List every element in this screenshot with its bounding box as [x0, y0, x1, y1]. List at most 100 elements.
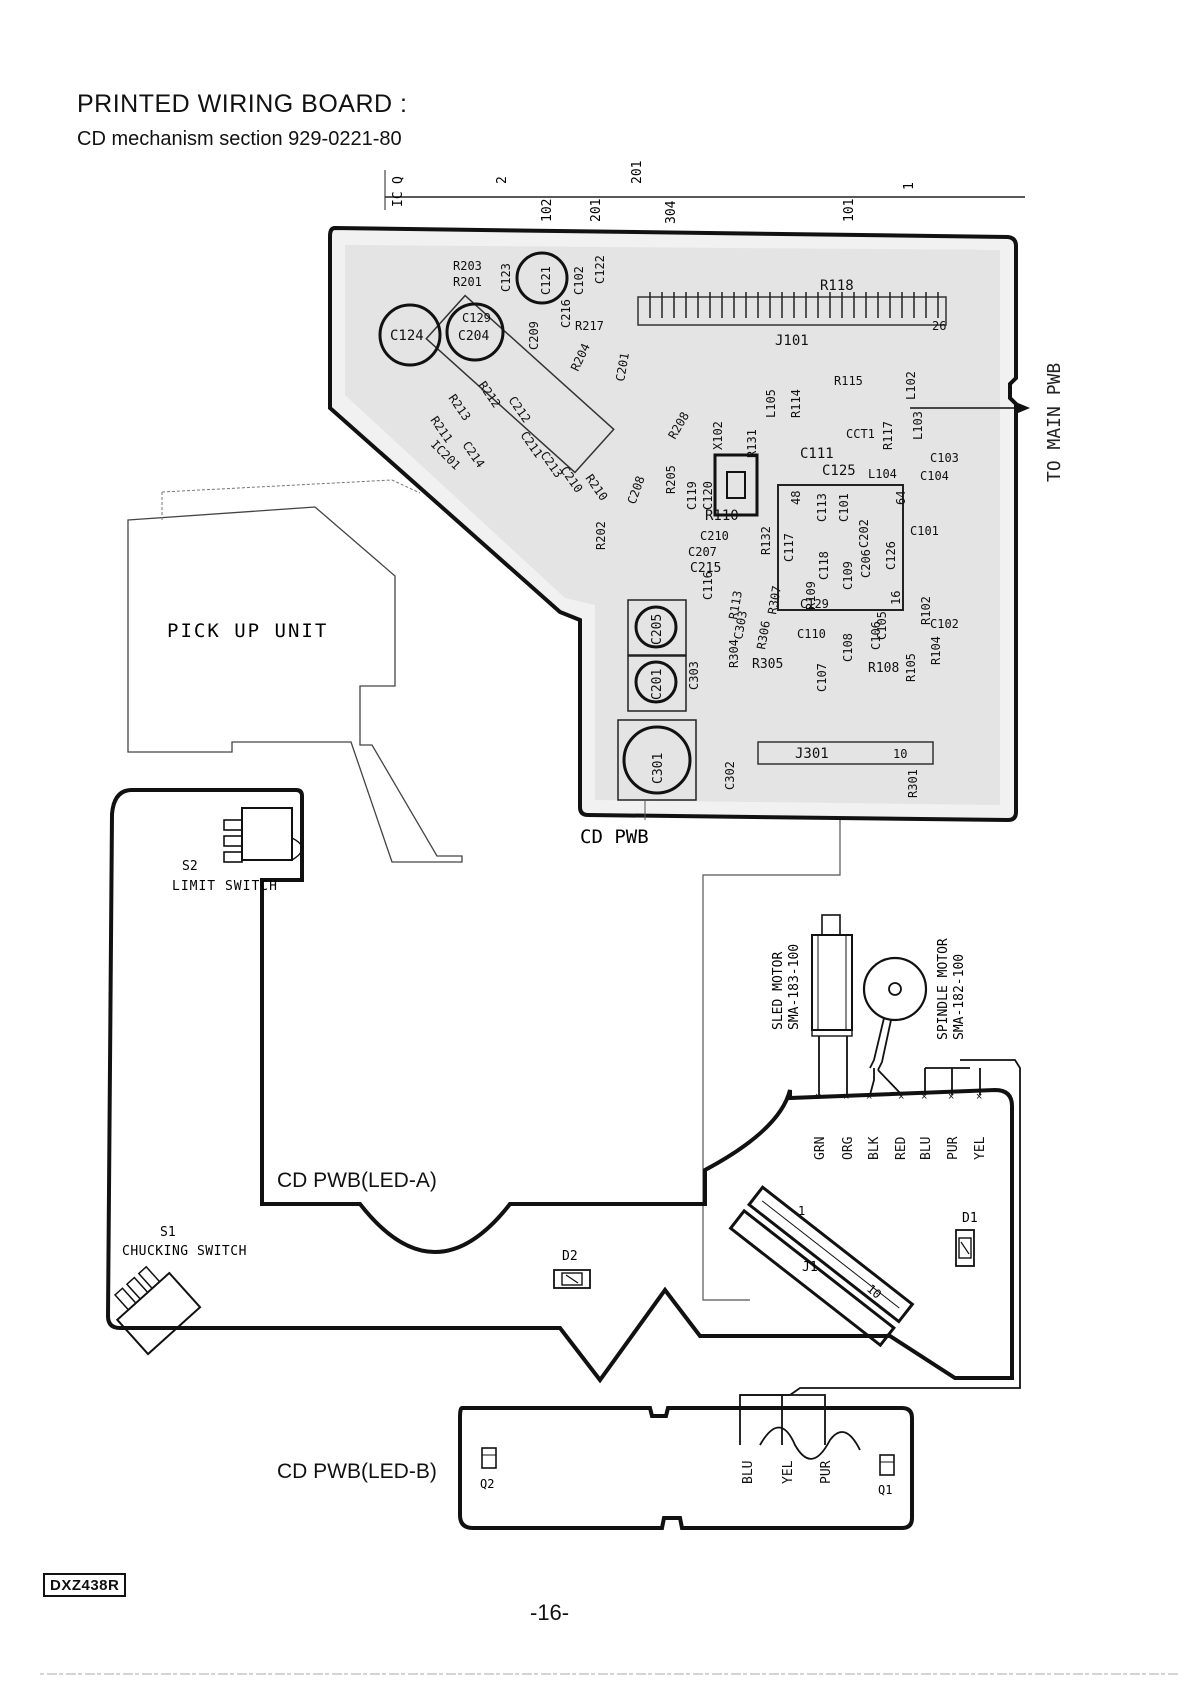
- s2-name: LIMIT SWITCH: [172, 879, 278, 894]
- page-title: PRINTED WIRING BOARD :: [77, 90, 408, 118]
- led-b-label: CD PWB(LED-B): [277, 1460, 437, 1483]
- ruler-label-q: Q: [391, 176, 406, 184]
- spindle-motor: [862, 956, 928, 1071]
- part-label: C119: [685, 481, 699, 510]
- led-a-label: CD PWB(LED-A): [277, 1169, 437, 1192]
- part-label: R217: [575, 319, 604, 333]
- connector-j1: [728, 1185, 915, 1348]
- wire-label: BLU: [919, 1137, 934, 1160]
- part-label: R131: [745, 429, 759, 458]
- part-label: C205: [650, 614, 665, 645]
- svg-text:×: ×: [948, 1091, 954, 1103]
- part-label: C207: [688, 545, 717, 559]
- part-label: C101: [837, 493, 851, 522]
- cap-c205: [634, 605, 678, 649]
- sled-motor: [811, 914, 853, 1037]
- wire-label: ORG: [841, 1136, 856, 1160]
- part-label: C120: [701, 481, 715, 510]
- part-label: 26: [932, 319, 946, 333]
- ruler-label-101: 101: [842, 199, 857, 222]
- part-label: R132: [759, 526, 773, 555]
- part-label: R108: [868, 661, 899, 676]
- ic101: [777, 484, 904, 611]
- part-label: C106: [869, 621, 883, 650]
- part-label: C107: [815, 663, 829, 692]
- part-label: C216: [559, 299, 573, 328]
- spindle-motor-name: SPINDLE MOTOR: [936, 938, 951, 1040]
- wire-label: PUR: [819, 1460, 834, 1484]
- cd-pwb-shading: [345, 245, 1000, 805]
- svg-text:×: ×: [921, 1091, 927, 1103]
- ruler-label-102: 102: [540, 199, 555, 222]
- to-main-pwb-label: TO MAIN PWB: [1044, 363, 1065, 482]
- j1-pin-1: 1: [798, 1204, 805, 1218]
- part-label: C129: [800, 597, 829, 611]
- part-label: R110: [705, 508, 739, 524]
- svg-text:×: ×: [843, 1091, 849, 1103]
- sled-motor-part: SMA-183-100: [787, 944, 802, 1030]
- part-label: C118: [817, 551, 831, 580]
- part-label: J101: [775, 333, 809, 349]
- q1-ref: Q1: [878, 1483, 892, 1497]
- part-label: R307: [765, 585, 784, 616]
- wire-label: PUR: [946, 1136, 961, 1160]
- pickup-unit-label: PICK UP UNIT: [167, 620, 328, 642]
- part-label: C105: [875, 611, 889, 640]
- part-label: L105: [764, 389, 778, 418]
- page-number: -16-: [530, 1600, 570, 1625]
- part-label: C111: [800, 446, 834, 462]
- part-label: R117: [881, 421, 895, 450]
- part-label: 16: [889, 591, 903, 605]
- part-label: C302: [723, 761, 737, 790]
- transistor-q1: [879, 1454, 895, 1476]
- crystal-x102: [713, 453, 759, 517]
- part-label: C102: [572, 266, 586, 295]
- part-label: C121: [539, 266, 553, 295]
- part-label: 10: [893, 747, 907, 761]
- wire-label: YEL: [973, 1136, 988, 1160]
- part-label: C123: [499, 263, 513, 292]
- part-label: C108: [841, 633, 855, 662]
- sled-motor-name: SLED MOTOR: [771, 952, 786, 1030]
- part-label: C117: [782, 533, 796, 562]
- part-label: CCT1: [846, 427, 875, 441]
- cap-c301: [622, 725, 692, 795]
- cap-c204: [445, 302, 505, 362]
- part-label: C126: [884, 541, 898, 570]
- j1-ref: J1: [802, 1260, 818, 1275]
- part-label: R304: [727, 639, 741, 668]
- part-label: C110: [797, 627, 826, 641]
- part-label: C113: [815, 493, 829, 522]
- wire-label: RED: [894, 1136, 909, 1160]
- part-label: C103: [930, 451, 959, 465]
- part-label: C125: [822, 463, 856, 479]
- part-label: R113: [726, 590, 745, 621]
- part-label: C209: [527, 321, 541, 350]
- part-label: J301: [795, 746, 829, 762]
- part-label: C303: [731, 610, 750, 641]
- ruler-label-304: 304: [664, 200, 679, 224]
- transistor-q2: [481, 1447, 497, 1469]
- part-label: C210: [700, 529, 729, 543]
- part-label: R305: [752, 657, 783, 672]
- part-label: C206: [859, 549, 873, 578]
- cap-c124: [378, 303, 442, 367]
- part-label: C116: [701, 571, 715, 600]
- part-label: L102: [904, 371, 918, 400]
- part-label: R201: [453, 275, 482, 289]
- part-label: C101: [910, 524, 939, 538]
- led-a-outline: [105, 788, 1014, 1384]
- svg-text:×: ×: [898, 1091, 904, 1103]
- led-d1: [955, 1229, 975, 1267]
- s2-ref: S2: [182, 859, 198, 874]
- cap-c201: [634, 660, 678, 704]
- ruler-label-2: 2: [495, 176, 510, 184]
- ic201: [425, 294, 615, 474]
- ruler-label-201b: 201: [589, 199, 604, 222]
- part-label: C109: [841, 561, 855, 590]
- part-label: C122: [593, 255, 607, 284]
- part-label: 48: [789, 491, 803, 505]
- s1-ref: S1: [160, 1225, 176, 1240]
- part-label: R203: [453, 259, 482, 273]
- part-label: L104: [868, 467, 897, 481]
